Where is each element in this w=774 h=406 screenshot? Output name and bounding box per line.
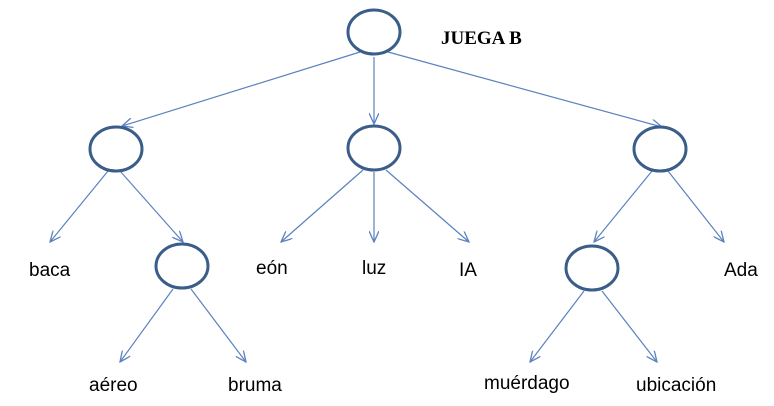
leaf-luz: luz <box>362 258 386 279</box>
nodes <box>88 8 688 292</box>
root-edges <box>122 51 662 127</box>
root-node <box>346 8 402 56</box>
leaf-aereo: aéreo <box>89 375 138 396</box>
node-right-inner <box>564 244 620 292</box>
node-right <box>632 125 688 173</box>
leaf-ia: IA <box>459 260 477 281</box>
edge-middle-eon <box>281 169 364 242</box>
edge-inner-aereo <box>120 288 174 362</box>
edge-inner-muerdago <box>530 290 585 362</box>
node-left <box>88 125 144 173</box>
edge-inner-bruma <box>190 288 246 362</box>
leaf-eon: eón <box>256 258 288 279</box>
edge-inner-ubicacion <box>601 290 657 362</box>
edge-left-inner <box>119 170 183 242</box>
edge-root-right <box>387 51 662 127</box>
left-subtree-edges <box>50 170 246 362</box>
edge-root-left <box>122 51 361 126</box>
leaf-ubicacion: ubicación <box>636 375 716 396</box>
leaf-bruma: bruma <box>228 375 282 396</box>
edge-right-inner <box>594 170 653 242</box>
middle-subtree-edges <box>281 169 469 242</box>
leaf-muerdago: muérdago <box>484 373 570 394</box>
right-subtree-edges <box>530 170 724 362</box>
edge-middle-ia <box>385 169 469 242</box>
node-middle <box>346 124 402 172</box>
node-left-inner <box>154 242 210 290</box>
leaf-ada: Ada <box>724 260 758 281</box>
diagram-title: JUEGA B <box>441 28 522 49</box>
edge-left-baca <box>50 170 109 242</box>
edge-right-ada <box>667 170 724 242</box>
leaf-baca: baca <box>29 260 71 281</box>
